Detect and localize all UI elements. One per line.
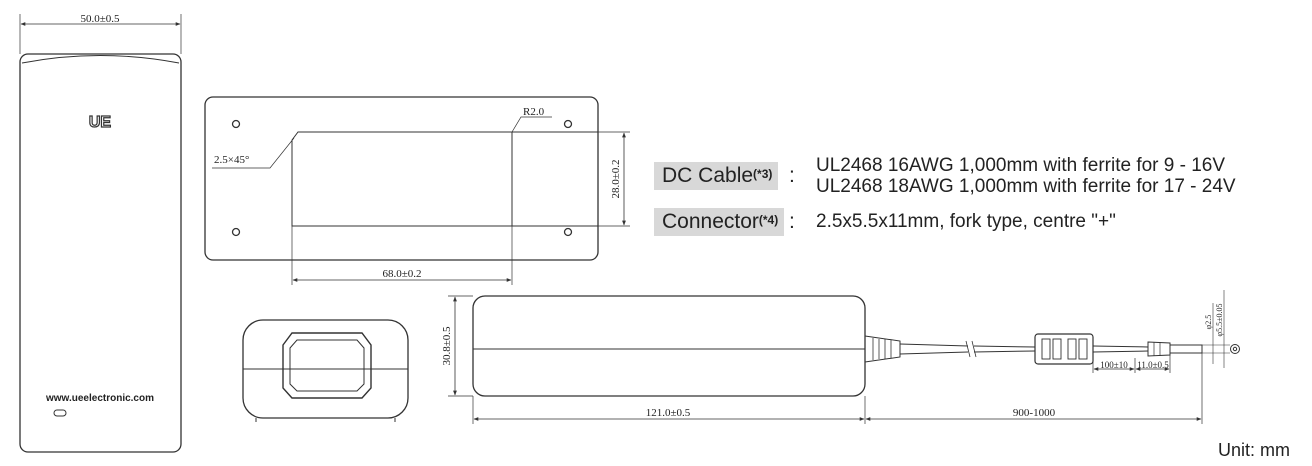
ue-logo: UE: [89, 114, 112, 131]
strain-relief: [864, 335, 901, 363]
side-height-dim: 30.8±0.5: [441, 326, 453, 366]
dc-cable-part1: [899, 343, 969, 347]
side-view: [448, 290, 1240, 424]
led-indicator: [53, 409, 67, 417]
website-label: www.ueelectronic.com: [45, 393, 154, 404]
screw-hole-top-left: [231, 119, 241, 129]
dc-cable-part2: [973, 345, 1036, 348]
iec-c14-socket-outer: [282, 332, 372, 399]
corner-radius-dim: R2.0: [523, 106, 545, 118]
connector-label: Connector(*4): [654, 208, 785, 236]
screw-hole-bottom-right: [563, 227, 573, 237]
dc-cable-label-text: DC Cable: [662, 164, 754, 187]
label-view-body: [204, 96, 599, 261]
front-width-dim: 50.0±0.5: [80, 13, 120, 25]
iec-c14-socket-inner: [289, 339, 365, 392]
cable-length-dim: 900-1000: [1013, 407, 1056, 419]
dc-cable-line-2: UL2468 18AWG 1,000mm with ferrite for 17…: [816, 176, 1236, 197]
plug-length-dim: 11.0±0.5: [1137, 360, 1169, 370]
cable-break-mark: [965, 340, 977, 358]
ferrite-core: [1034, 333, 1094, 365]
connector-colon: :: [789, 210, 795, 233]
radius-leader: [511, 116, 552, 133]
screw-hole-bottom-left: [231, 227, 241, 237]
plug-end-circle-inner: [1232, 346, 1238, 352]
dc-plug-barrel: [1169, 344, 1203, 354]
plug-outer-dia-dim: φ5.5±0.05: [1215, 303, 1224, 336]
label-width-dim: 68.0±0.2: [382, 268, 421, 280]
ferrite-position-dim: 100±10: [1100, 360, 1128, 370]
chamfer-dim: 2.5×45°: [214, 154, 249, 166]
label-view: [204, 96, 630, 285]
label-height-dim: 28.0±0.2: [610, 159, 622, 198]
dc-cable-line-1: UL2468 16AWG 1,000mm with ferrite for 9 …: [816, 155, 1226, 176]
connector-label-text: Connector: [662, 210, 759, 233]
chamfer-leader: [212, 137, 295, 169]
connector-value: 2.5x5.5x11mm, fork type, centre "+": [816, 211, 1116, 232]
plug-end-circle-outer: [1230, 344, 1240, 354]
dc-cable-label: DC Cable(*3): [654, 162, 779, 190]
side-view-body: [472, 295, 866, 397]
plug-inner-dia-dim: φ2.5: [1204, 315, 1213, 330]
dc-plug-body: [1147, 341, 1171, 357]
dc-cable-colon: :: [789, 164, 795, 187]
connector-note: (*4): [758, 213, 779, 227]
dc-cable-note: (*3): [753, 167, 773, 181]
front-view-top-edge: [21, 55, 180, 64]
end-view: [242, 319, 409, 422]
screw-hole-top-right: [563, 119, 573, 129]
body-length-dim: 121.0±0.5: [646, 407, 691, 419]
unit-label: Unit: mm: [1218, 440, 1290, 460]
label-area-outline: [291, 131, 513, 227]
front-view: [19, 14, 182, 453]
front-view-body: [19, 53, 182, 453]
